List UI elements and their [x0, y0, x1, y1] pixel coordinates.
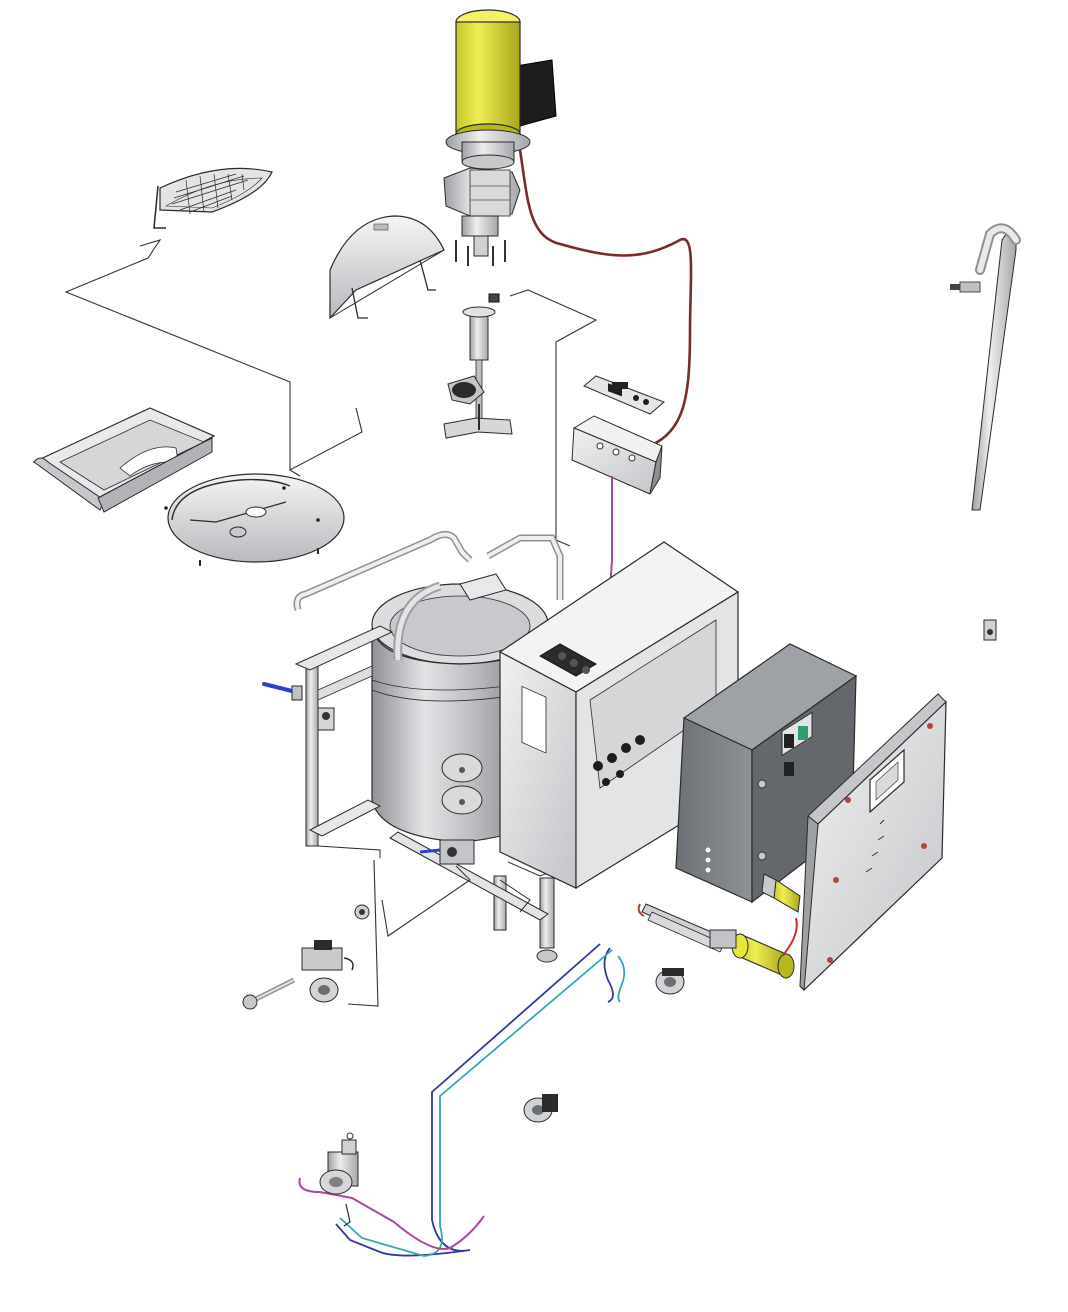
caster-front-left	[301, 940, 354, 1003]
caster-front-right	[655, 968, 685, 995]
bottom-valve	[419, 839, 475, 865]
frame	[293, 531, 564, 661]
gasket-outline	[64, 239, 363, 477]
gooseneck-pipe	[950, 223, 1021, 511]
control-panel-plate	[583, 375, 665, 415]
control-box	[571, 415, 663, 495]
cable-glands	[593, 735, 645, 786]
heater	[637, 873, 801, 979]
ball-valve-handle	[262, 682, 303, 701]
hose-magenta	[298, 1177, 485, 1250]
enclosure-door	[799, 693, 947, 992]
electrical-enclosure	[675, 643, 858, 904]
drip-tray	[32, 407, 216, 513]
motor-assembly	[443, 9, 557, 266]
frame-legs	[294, 625, 601, 963]
side-valve	[317, 707, 335, 731]
half-lid	[329, 215, 445, 320]
impeller	[443, 375, 513, 439]
small-clamp	[983, 619, 997, 641]
round-lid	[164, 473, 345, 566]
power-cable	[518, 149, 693, 448]
motor	[455, 9, 521, 145]
gasket-outline-right	[509, 289, 598, 547]
mounting-bolts	[455, 240, 506, 266]
caster-rear	[523, 1094, 558, 1123]
hose-cyan	[339, 949, 626, 1257]
motor-flange	[445, 129, 531, 170]
clamp-fitting	[354, 904, 370, 920]
coupling-housing	[443, 167, 521, 257]
drain-fitting	[242, 977, 296, 1010]
gearbox	[515, 59, 557, 127]
pump	[319, 1132, 359, 1227]
semicircle-grate	[153, 167, 273, 229]
main-cabinet	[498, 541, 740, 890]
drain-wire	[347, 859, 471, 1007]
